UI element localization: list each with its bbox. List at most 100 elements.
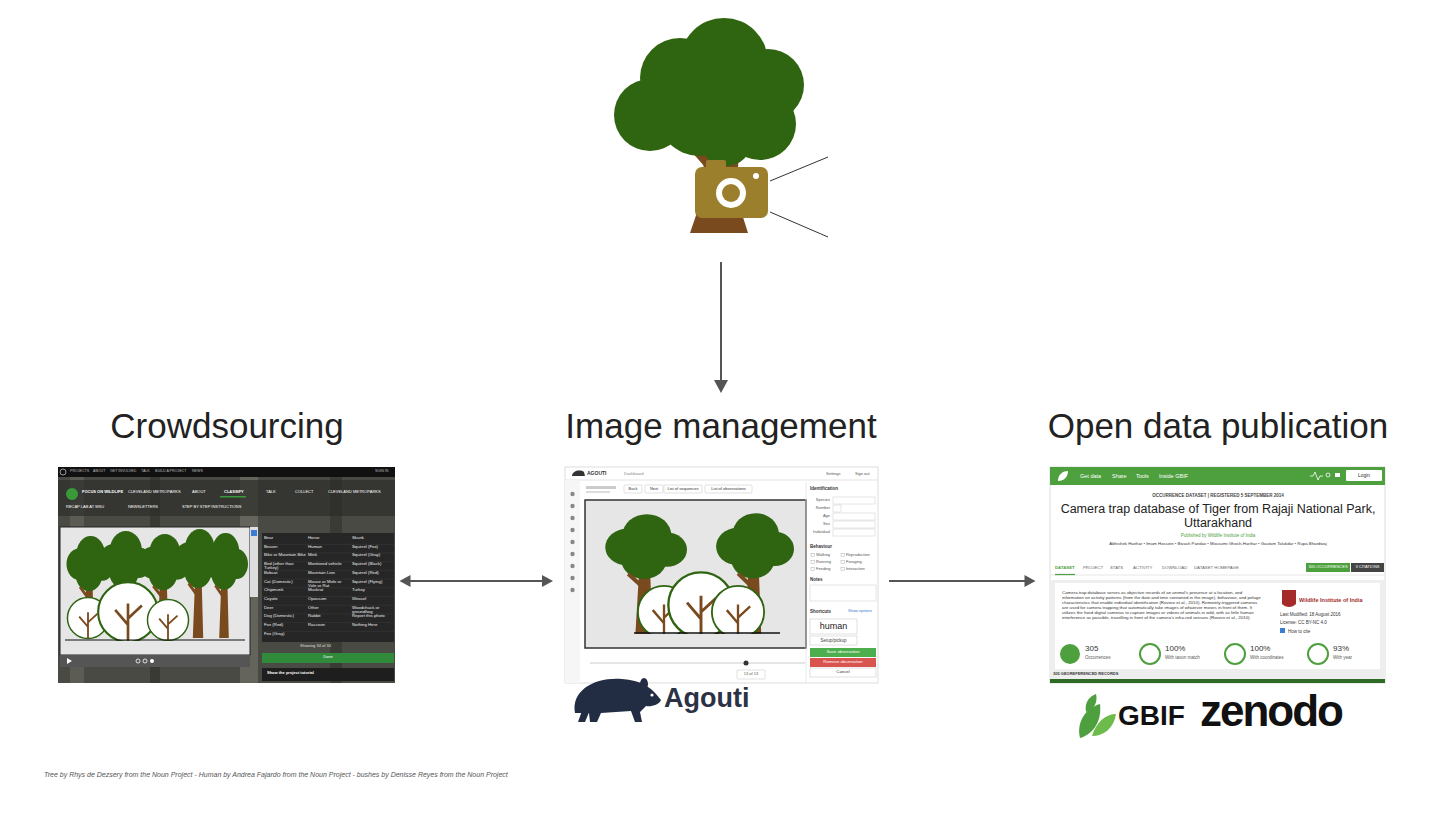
agouti-screenshot-part (590, 663, 805, 664)
screen-text: Sign out (855, 472, 870, 477)
gbif-screenshot-part (1055, 583, 1380, 669)
agouti-screenshot-part (810, 619, 857, 634)
stage-panel: Crowdsourcing (55, 405, 400, 690)
screen-text: Bear (264, 536, 306, 540)
tree-camera-icon-part (695, 167, 768, 218)
agouti-screenshot-part (833, 521, 875, 528)
screen-text: Login (1358, 473, 1370, 479)
screen-text: Last Modified: 18 August 2016 (1280, 612, 1341, 617)
agouti-screenshot-part (841, 568, 844, 571)
screen-text: 100% (1250, 644, 1270, 653)
agouti-screenshot-part (570, 552, 574, 556)
agouti-screenshot-part (705, 485, 752, 493)
agouti-screenshot-part (810, 585, 876, 601)
screen-text: 3 CITATIONS (1355, 565, 1379, 570)
screen-text: Feeding (816, 567, 830, 572)
agouti-screenshot-part (806, 482, 807, 683)
flow-line (409, 580, 545, 582)
agouti-screenshot-part (570, 492, 574, 496)
tree-camera-icon-part (770, 157, 828, 181)
agouti-screenshot-part (645, 485, 663, 493)
crowdsourcing-screenshot-part (147, 599, 188, 640)
screen-text: Fox (Red) (264, 623, 306, 627)
screen-text: 13 of 13 (744, 672, 758, 677)
screen-text: 305 OCCURRENCES (1308, 565, 1347, 570)
stage-panel: Image management (553, 405, 889, 690)
agouti-screenshot-part (810, 636, 857, 645)
screen-text: Opossum (308, 597, 350, 601)
screen-text: List of sequences (667, 487, 698, 492)
agouti-screenshot-part (570, 540, 574, 544)
screen-text: PROJECTS (70, 469, 89, 473)
screen-text: Agouti (664, 683, 749, 714)
screen-text: Deer (264, 606, 306, 610)
agouti-screenshot-part (586, 634, 805, 647)
screen-text: Save observation (826, 650, 859, 655)
stage-heading: Crowdsourcing (55, 405, 400, 447)
screen-text: Report this photo (352, 614, 394, 618)
screen-text: Interaction (846, 567, 865, 572)
screen-text: CLASSIFY (224, 490, 244, 495)
screen-text: RECAP LAB AT MSU (66, 505, 104, 510)
crowdsourcing-screenshot-part (136, 659, 140, 663)
screen-text: Nothing Here (352, 623, 394, 627)
gbif-screenshot-part (1060, 644, 1080, 664)
agouti-screenshot-part (570, 588, 574, 592)
screen-text: DATASET HOMEPAGE (1194, 566, 1239, 571)
agouti-screenshot-part (585, 500, 806, 648)
crowdsourcing-screenshot-part (150, 659, 154, 663)
screen-text: DATASET (1055, 566, 1075, 571)
screen-text: Camera trap database serves as objective… (1062, 590, 1262, 620)
screen-text: Horse (308, 536, 350, 540)
screen-text: Walking (816, 553, 830, 558)
screen-text: Settings (826, 472, 840, 477)
screen-text: Inside GBIF (1159, 473, 1188, 479)
agouti-screenshot-part (841, 554, 844, 557)
agouti-screenshot-part (565, 467, 878, 683)
screen-text: AGOUTI (587, 471, 606, 477)
agouti-screenshot-part (570, 528, 574, 532)
agouti-screenshot-part (586, 491, 610, 493)
agouti-logo-animal (575, 678, 661, 722)
crowdsourcing-screenshot-part (262, 668, 394, 681)
gbif-screenshot-part (1346, 470, 1382, 481)
screen-text: Show the project tutorial (267, 671, 314, 676)
flow-arrow (889, 575, 1036, 587)
agouti-screenshot-part (565, 480, 878, 481)
gbif-screenshot-part (1280, 628, 1285, 633)
screen-text: ACTIVITY (1133, 566, 1152, 571)
screen-text: Monitored vehicle (308, 562, 350, 566)
agouti-screenshot-part (570, 564, 574, 568)
screen-text: NEWS (192, 469, 203, 473)
screen-text: Woodchuck or groundhog (352, 606, 394, 615)
gbif-screenshot-part (1310, 472, 1323, 480)
screen-text: List of observations (711, 487, 745, 492)
tree-camera-icon-part (753, 173, 759, 179)
stage-heading: Open data publication (1036, 405, 1401, 447)
agouti-logo-animal-part (578, 708, 590, 722)
screen-text: 305 (1085, 644, 1098, 653)
arrow-head (400, 575, 411, 587)
gbif-screenshot (1050, 467, 1385, 683)
screen-text: Dog (Domestic) (264, 614, 306, 618)
screen-text: Raccoon (308, 623, 350, 627)
tree-camera-icon (614, 18, 828, 237)
screen-text: Sex (823, 522, 830, 527)
agouti-screenshot-part (712, 586, 764, 638)
screen-text: Bike or Mountain Bike (264, 553, 306, 557)
agouti-screenshot-part (833, 505, 841, 512)
screen-text: Squirrel (Gray) (352, 553, 394, 557)
gbif-screenshot-part (1058, 471, 1068, 481)
gbif-screenshot-part (1335, 473, 1340, 477)
screen-text: Back (629, 487, 638, 492)
tree-camera-icon-part (770, 212, 828, 237)
screen-text: Cat (Domestic) (264, 580, 306, 584)
screen-text: With year (1333, 655, 1352, 660)
agouti-screenshot-part (810, 658, 876, 667)
crowdsourcing-screenshot-part (262, 596, 394, 597)
screen-text: With taxon match (1165, 655, 1200, 660)
screen-text: FOCUS ON WILDLIFE (82, 490, 123, 495)
crowdsourcing-screenshot-part (60, 469, 66, 475)
screen-text: CLEVELAND METROPARKS (328, 490, 381, 495)
